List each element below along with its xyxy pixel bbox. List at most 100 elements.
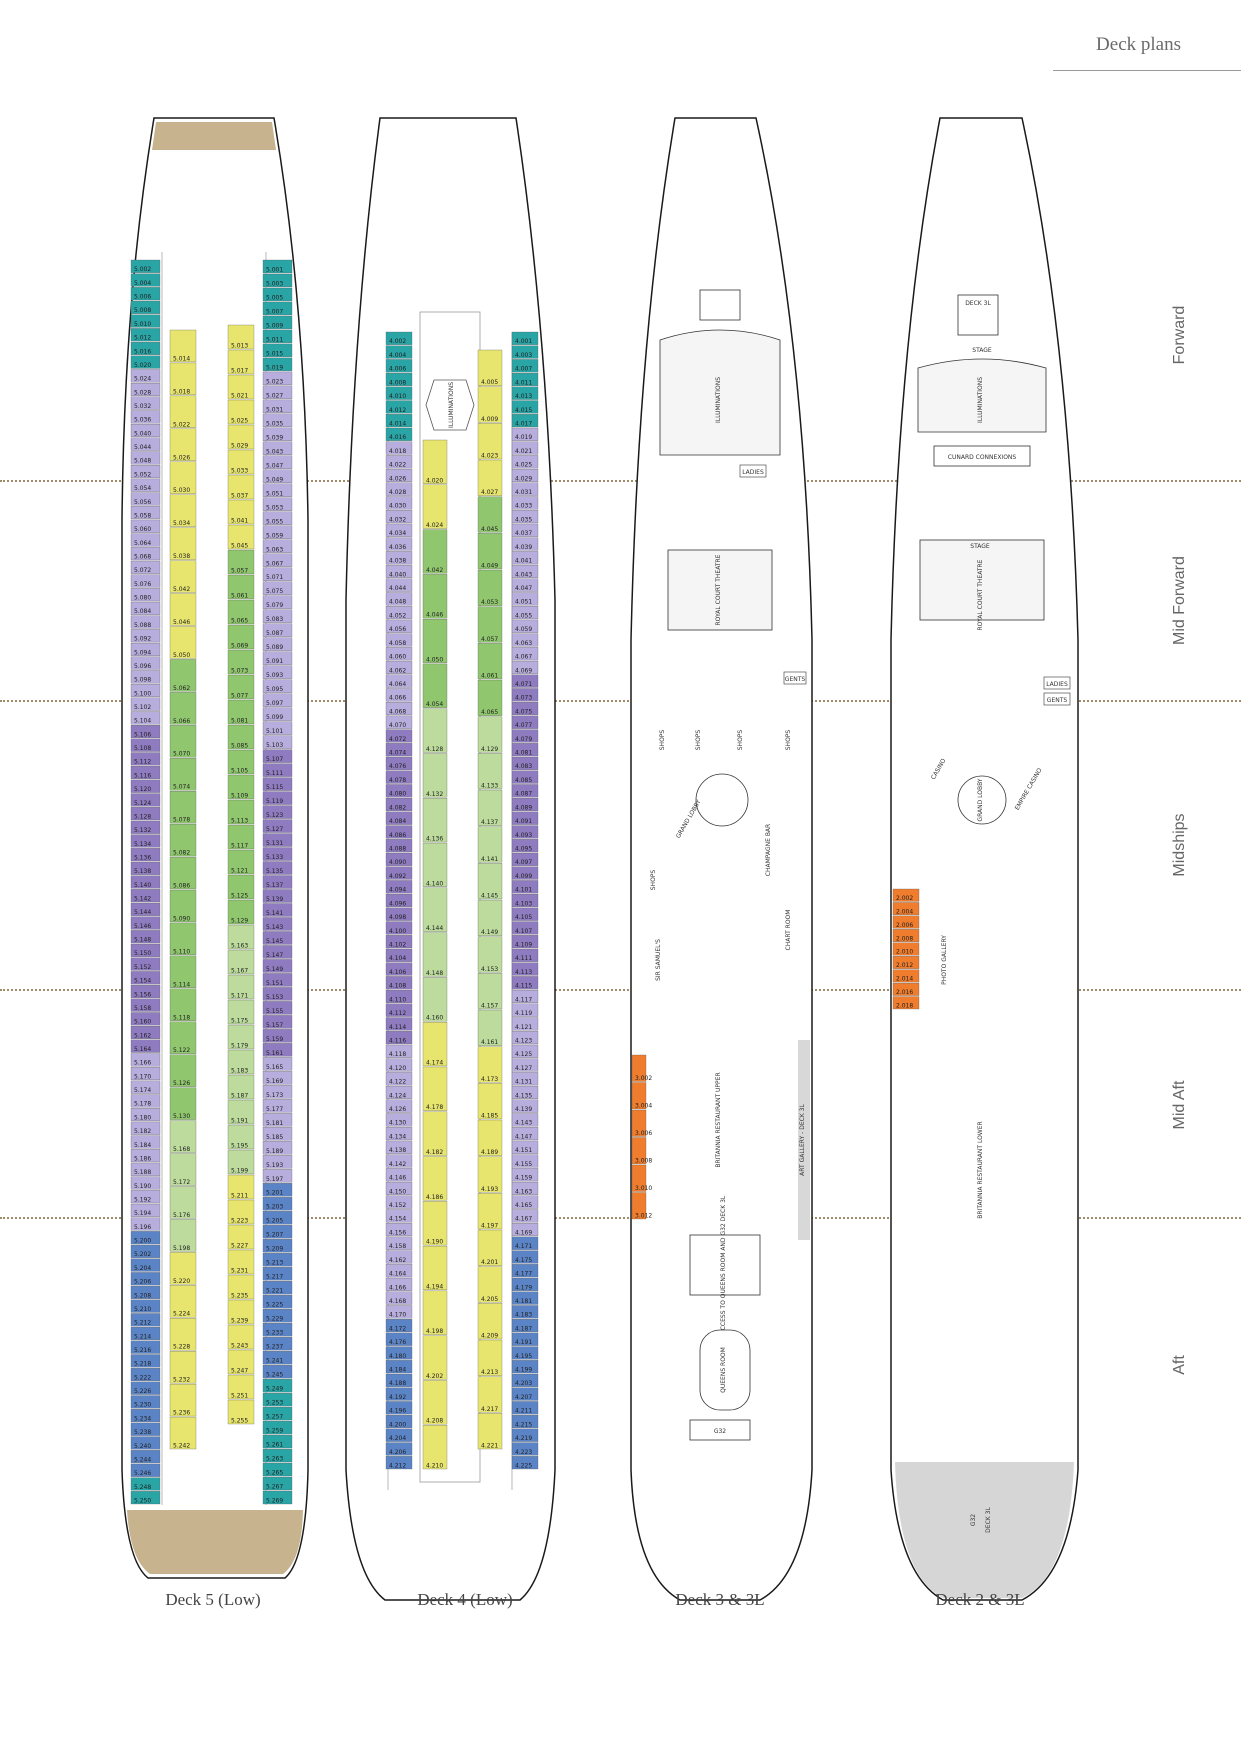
cabin-5-092 <box>130 629 161 643</box>
cabin-4-188 <box>385 1373 413 1387</box>
cabin-label: 4.093 <box>515 832 532 839</box>
cabin-label: 5.267 <box>266 1484 283 1491</box>
cabin-label: 5.066 <box>173 718 190 725</box>
cabin-5-250 <box>130 1491 161 1505</box>
cabin-label: 5.102 <box>134 704 151 711</box>
deck2-g32-deck-label: DECK 3L <box>985 1507 992 1533</box>
cabin-label: 4.198 <box>426 1328 443 1335</box>
cabin-4-158 <box>385 1236 413 1250</box>
cabin-4-143 <box>511 1113 539 1127</box>
cabin-label: 4.062 <box>389 667 406 674</box>
cabin-label: 5.174 <box>134 1087 151 1094</box>
cabin-5-177 <box>262 1099 293 1113</box>
cabin-label: 3.010 <box>635 1185 652 1192</box>
deck3-illuminations-label: ILLUMINATIONS <box>715 377 722 423</box>
cabin-label: 4.211 <box>515 1408 532 1415</box>
cabin-5-060 <box>130 519 161 533</box>
zone-divider <box>0 989 1241 991</box>
cabin-4-073 <box>511 688 539 702</box>
cabin-4-193 <box>477 1156 503 1193</box>
cabin-5-192 <box>130 1190 161 1204</box>
cabin-4-204 <box>385 1428 413 1442</box>
cabin-label: 5.124 <box>134 800 151 807</box>
cabin-5-010 <box>130 314 161 328</box>
cabin-4-207 <box>511 1387 539 1401</box>
cabin-5-055 <box>262 511 293 525</box>
cabin-label: 5.047 <box>266 462 283 469</box>
cabin-4-221 <box>477 1413 503 1450</box>
cabin-label: 4.186 <box>426 1194 443 1201</box>
cabin-label: 4.011 <box>515 379 532 386</box>
cabin-label: 4.047 <box>515 585 532 592</box>
cabin-5-110 <box>169 922 197 956</box>
cabin-label: 4.108 <box>389 983 406 990</box>
cabin-label: 4.090 <box>389 859 406 866</box>
cabin-5-186 <box>130 1149 161 1163</box>
cabin-label: 5.207 <box>266 1232 283 1239</box>
cabin-label: 5.070 <box>173 751 190 758</box>
cabin-label: 4.146 <box>389 1175 406 1182</box>
deck2-deck3l-top: DECK 3L <box>965 300 991 307</box>
cabin-label: 5.021 <box>231 393 248 400</box>
cabin-4-172 <box>385 1319 413 1333</box>
cabin-4-203 <box>511 1373 539 1387</box>
cabin-5-066 <box>169 692 197 725</box>
cabin-5-241 <box>262 1350 293 1365</box>
deck3-gents-label: GENTS <box>785 676 806 683</box>
cabin-label: 4.009 <box>481 416 498 423</box>
cabin-label: 4.173 <box>481 1076 498 1083</box>
cabin-label: 4.091 <box>515 818 532 825</box>
cabin-label: 5.209 <box>266 1246 283 1253</box>
cabin-label: 4.004 <box>389 352 406 359</box>
cabin-5-171 <box>227 974 255 1000</box>
cabin-label: 4.054 <box>426 701 443 708</box>
cabin-5-161 <box>262 1043 293 1057</box>
cabin-label: 4.039 <box>515 544 532 551</box>
cabin-4-130 <box>385 1113 413 1127</box>
cabin-5-190 <box>130 1176 161 1190</box>
cabin-label: 4.199 <box>515 1367 532 1374</box>
cabin-4-053 <box>477 569 503 606</box>
cabin-label: 5.118 <box>173 1014 190 1021</box>
cabin-4-079 <box>511 729 539 743</box>
cabin-4-165 <box>511 1195 539 1209</box>
cabin-label: 5.244 <box>134 1456 151 1463</box>
cabin-5-196 <box>130 1217 161 1231</box>
cabin-label: 5.084 <box>134 608 151 615</box>
cabin-label: 4.026 <box>389 475 406 482</box>
cabin-5-071 <box>262 567 293 581</box>
deck5-hull <box>121 117 309 1579</box>
cabin-label: 5.210 <box>134 1306 151 1313</box>
cabin-label: 4.060 <box>389 654 406 661</box>
cabin-4-146 <box>385 1168 413 1182</box>
cabin-label: 4.183 <box>515 1312 532 1319</box>
cabin-5-231 <box>227 1249 255 1275</box>
cabin-label: 5.196 <box>134 1224 151 1231</box>
cabin-label: 5.187 <box>231 1093 248 1100</box>
cabin-label: 5.164 <box>134 1046 151 1053</box>
cabin-label: 4.032 <box>389 516 406 523</box>
cabin-label: 4.055 <box>515 612 532 619</box>
cabin-label: 5.227 <box>231 1243 248 1250</box>
cabin-label: 5.128 <box>134 813 151 820</box>
cabin-5-267 <box>262 1476 293 1491</box>
cabin-label: 4.171 <box>515 1243 532 1250</box>
cabin-label: 5.090 <box>173 915 190 922</box>
cabin-label: 4.132 <box>426 791 443 798</box>
cabin-4-045 <box>477 496 503 533</box>
zone-divider <box>0 700 1241 702</box>
cabin-label: 5.062 <box>173 685 190 692</box>
cabin-label: 5.191 <box>231 1118 248 1125</box>
cabin-label: 4.120 <box>389 1065 406 1072</box>
cabin-4-058 <box>385 633 413 647</box>
cabin-4-069 <box>511 660 539 674</box>
cabin-label: 4.038 <box>389 558 406 565</box>
cabin-label: 4.020 <box>426 477 443 484</box>
cabin-5-023 <box>262 371 293 386</box>
cabin-label: 5.246 <box>134 1470 151 1477</box>
cabin-label: 5.150 <box>134 950 151 957</box>
cabin-4-142 <box>385 1154 413 1168</box>
cabin-5-056 <box>130 492 161 506</box>
cabin-2-018 <box>892 996 920 1010</box>
cabin-5-183 <box>227 1049 255 1075</box>
